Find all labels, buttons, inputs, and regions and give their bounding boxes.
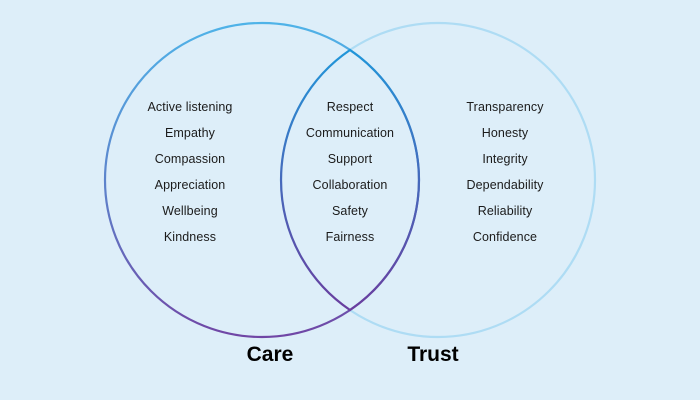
care-label: Care [246,343,294,366]
overlap-item: Respect [326,100,374,114]
trust-items-column: Transparency Honesty Integrity Dependabi… [420,101,590,244]
care-item: Active listening [147,100,233,114]
trust-item: Dependability [466,178,544,192]
trust-label: Trust [407,343,459,366]
overlap-item: Safety [331,204,369,218]
overlap-items-column: Respect Communication Support Collaborat… [265,101,435,244]
care-item: Appreciation [154,178,226,192]
care-item: Compassion [154,152,226,166]
overlap-lens [279,48,421,312]
overlap-item: Support [327,152,373,166]
trust-item: Integrity [482,152,528,166]
trust-item: Transparency [466,100,544,114]
care-item: Wellbeing [162,204,218,218]
overlap-item: Collaboration [312,178,388,192]
trust-item: Reliability [477,204,533,218]
care-items-column: Active listening Empathy Compassion Appr… [105,101,275,244]
trust-item: Confidence [472,230,538,244]
care-item: Kindness [163,230,217,244]
care-item: Empathy [164,126,216,140]
overlap-item: Communication [305,126,395,140]
overlap-item: Fairness [325,230,375,244]
trust-item: Honesty [481,126,529,140]
